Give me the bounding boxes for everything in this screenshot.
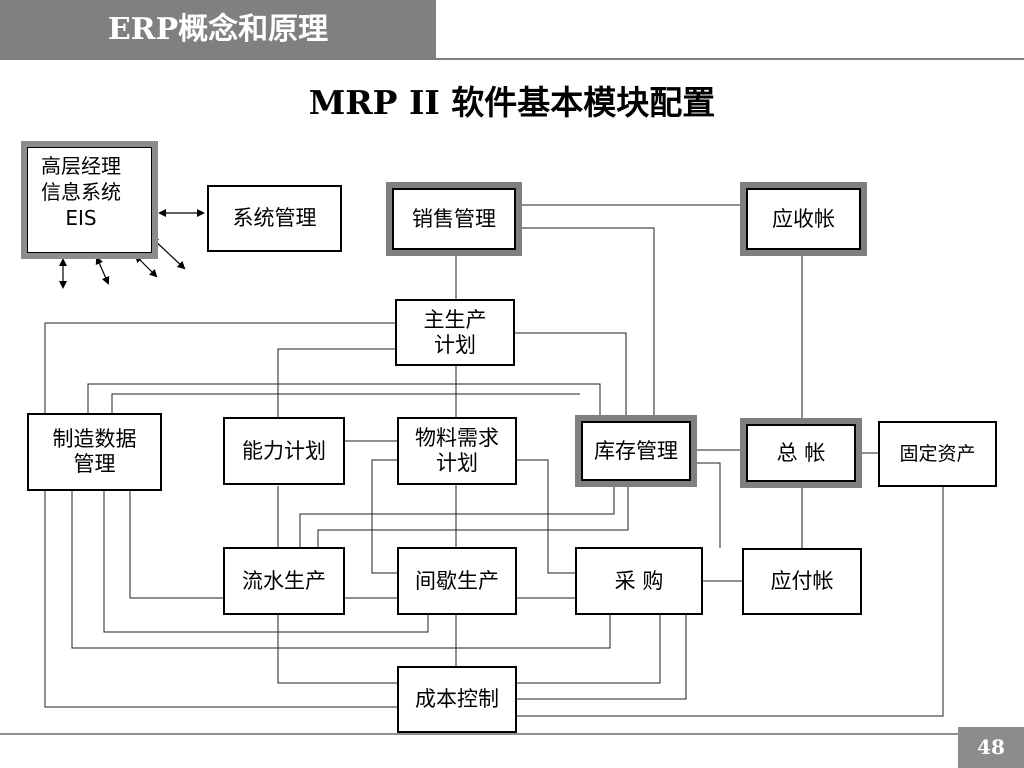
- header-divider: [436, 58, 1024, 60]
- eis-arrow-2: [95, 256, 110, 285]
- flow-lines: [44, 204, 944, 717]
- header-title: ERP概念和原理: [107, 12, 329, 47]
- module-material-requirements-planning[interactable]: 物料需求 计划: [397, 417, 517, 485]
- footer-divider: [0, 733, 958, 735]
- module-fixed-assets[interactable]: 固定资产: [878, 421, 997, 487]
- module-capacity-planning[interactable]: 能力计划: [223, 417, 345, 485]
- module-system-management[interactable]: 系统管理: [207, 185, 342, 252]
- header-bar: [0, 0, 436, 60]
- module-flow-production[interactable]: 流水生产: [223, 547, 345, 615]
- module-purchasing[interactable]: 采 购: [575, 547, 703, 615]
- module-accounts-receivable[interactable]: 应收帐: [740, 182, 867, 256]
- page-number: 48: [958, 727, 1024, 768]
- module-inventory-management[interactable]: 库存管理: [575, 415, 697, 487]
- module-job-production[interactable]: 间歇生产: [397, 547, 517, 615]
- module-cost-control[interactable]: 成本控制: [397, 666, 517, 733]
- eis-arrow-3: [134, 254, 158, 278]
- module-accounts-payable[interactable]: 应付帐: [742, 548, 862, 615]
- module-manufacturing-data[interactable]: 制造数据 管理: [27, 413, 162, 491]
- module-general-ledger[interactable]: 总 帐: [740, 418, 862, 488]
- module-master-production-schedule[interactable]: 主生产 计划: [395, 299, 515, 366]
- page-title: MRP II 软件基本模块配置: [308, 83, 716, 122]
- module-sales-management[interactable]: 销售管理: [386, 182, 522, 256]
- module-eis[interactable]: 高层经理 信息系统 EIS: [21, 141, 158, 259]
